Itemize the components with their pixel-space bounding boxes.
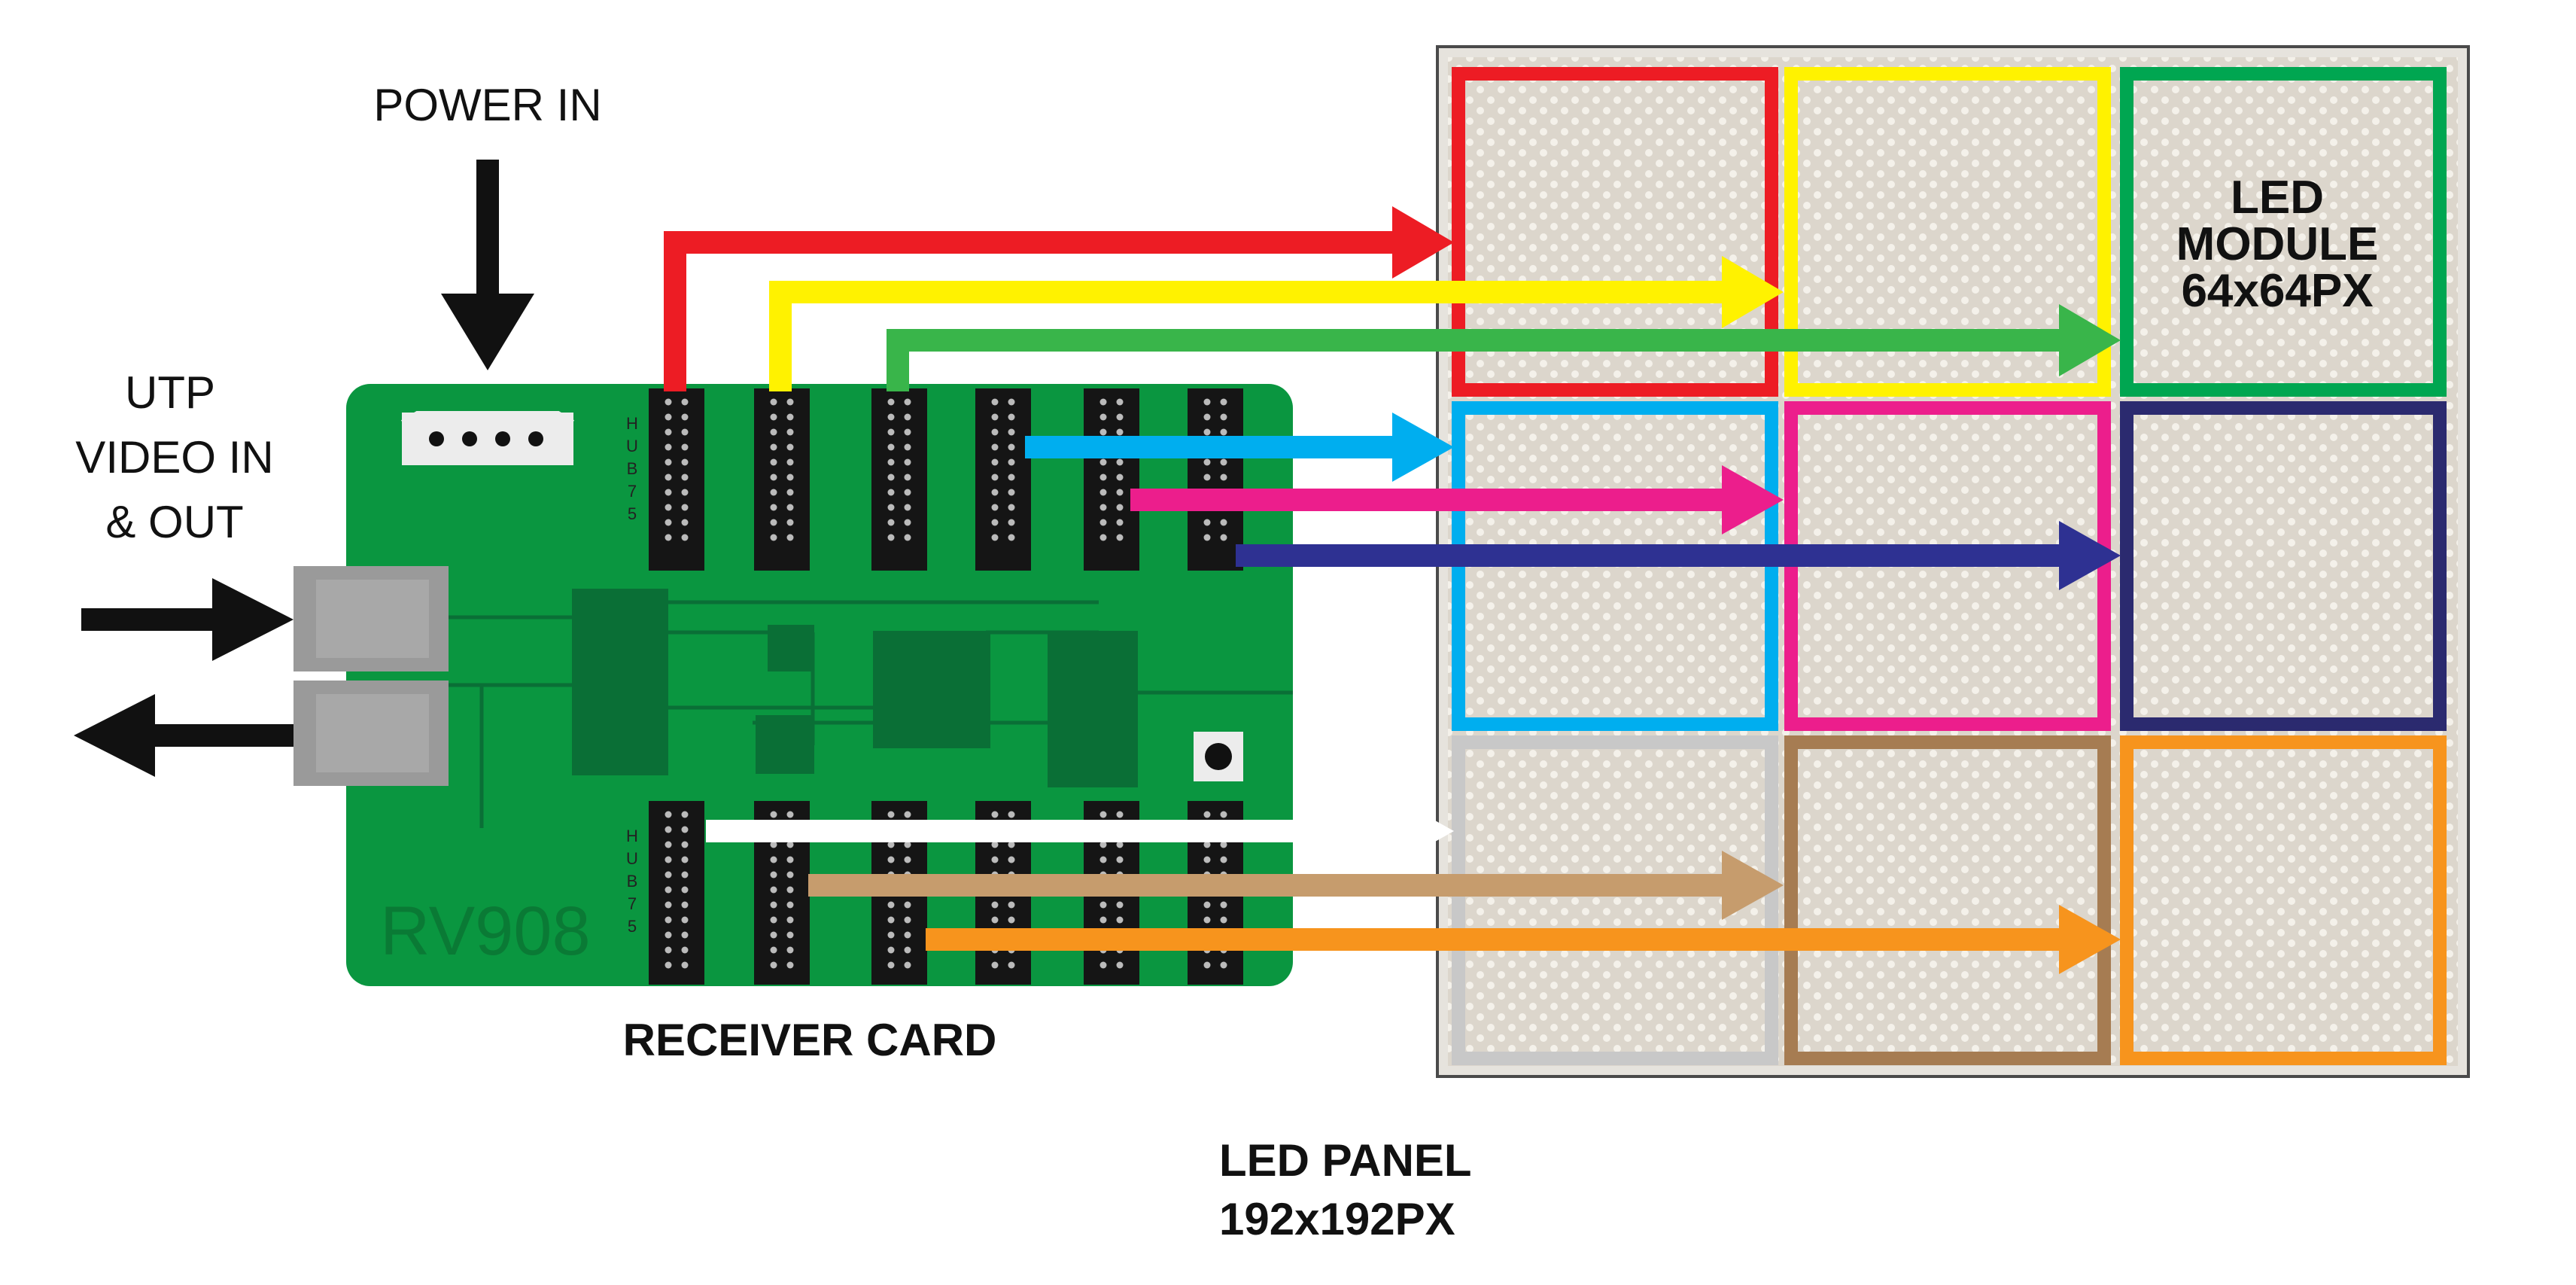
hub75-letter: 5: [628, 917, 637, 936]
power-in-label: POWER IN: [373, 80, 601, 130]
pcb-chip: [756, 715, 814, 774]
hub75-letter: U: [626, 849, 638, 868]
arrow-tan: [808, 851, 1784, 920]
utp-label-line1: UTP: [125, 367, 215, 418]
led-panel-label-line1: LED PANEL: [1219, 1135, 1472, 1186]
utp-label-line2: VIDEO IN: [75, 432, 273, 483]
connection-arrows: [74, 160, 2121, 974]
hub75-connector-6: [1188, 388, 1243, 571]
led-module-7: [1452, 735, 1778, 1065]
arrow-red: [664, 206, 1454, 391]
hub75-connector-5: [1084, 388, 1139, 571]
led-module-8: [1784, 735, 2111, 1065]
pcb-chip: [873, 631, 990, 748]
hub75-letter: H: [626, 827, 638, 845]
hub75-connector-7: [649, 801, 704, 985]
arrow-orange: [926, 905, 2121, 974]
hub75-connector-3: [871, 388, 927, 571]
arrow-cyan: [1025, 413, 1454, 482]
arrow-utp-out: [74, 694, 293, 777]
reset-button: [1194, 732, 1243, 781]
led-panel: [1436, 45, 2470, 1078]
arrow-power-in: [441, 160, 534, 370]
rj45-port-in: [293, 566, 449, 671]
hub75-letter: B: [627, 872, 638, 891]
hub75-connector-2: [754, 388, 810, 571]
hub75-letter: 7: [628, 482, 637, 501]
led-module-1: [1452, 67, 1778, 397]
led-panel-label-line2: 192x192PX: [1219, 1194, 1455, 1244]
arrow-magenta: [1130, 465, 1784, 534]
pcb-chip: [1048, 631, 1138, 787]
hub75-letter: H: [626, 414, 638, 433]
card-model-label: RV908: [380, 893, 591, 970]
arrow-navy: [1236, 521, 2121, 590]
hub75-letter: B: [627, 459, 638, 478]
pcb-chip: [768, 625, 814, 671]
pcb-chip: [572, 589, 668, 775]
arrow-yellow: [769, 256, 1784, 391]
led-module-9: [2120, 735, 2447, 1065]
led-module-2: [1784, 67, 2111, 397]
arrow-utp-in: [81, 578, 293, 661]
led-module-6: [2120, 401, 2447, 731]
receiver-card-label: RECEIVER CARD: [623, 1015, 997, 1065]
hub75-letter: 7: [628, 894, 637, 913]
arrow-white: [706, 796, 1454, 866]
module-caption-line2: MODULE: [2176, 218, 2379, 270]
arrow-green: [887, 304, 2121, 391]
rj45-port-out: [293, 681, 449, 786]
led-module-3: [2120, 67, 2447, 397]
module-caption-line1: LED: [2231, 172, 2324, 224]
module-caption-line3: 64x64PX: [2181, 265, 2373, 317]
hub75-label-top: HUB 7 5: [626, 414, 638, 523]
utp-label-line3: & OUT: [105, 497, 243, 547]
hub75-connector-4: [975, 388, 1031, 571]
module-caption: LED MODULE 64x64PX: [2176, 172, 2379, 317]
hub75-letter: U: [626, 437, 638, 455]
hub75-letter: 5: [628, 504, 637, 523]
hub75-label-bottom: HUB 7 5: [626, 827, 638, 936]
hub75-connector-1: [649, 388, 704, 571]
power-connector: [400, 411, 575, 465]
